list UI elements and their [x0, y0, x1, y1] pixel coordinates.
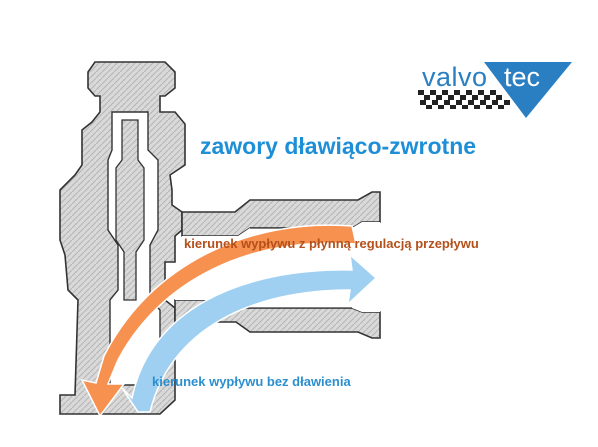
logo-text-tec: tec [504, 62, 541, 92]
logo-graphic [418, 62, 572, 118]
valvotec-logo: valvo tec [416, 60, 574, 118]
diagram-title: zawory dławiąco-zwrotne [200, 133, 477, 159]
logo-text-valvo: valvo [422, 62, 488, 92]
label-free-flow: kierunek wypływu bez dławienia [152, 374, 351, 389]
label-regulated-flow: kierunek wypływu z płynną regulacją prze… [184, 236, 479, 251]
regulated-flow-arrow [80, 224, 357, 418]
valve-stem [115, 119, 145, 301]
free-flow-arrow [121, 253, 378, 413]
